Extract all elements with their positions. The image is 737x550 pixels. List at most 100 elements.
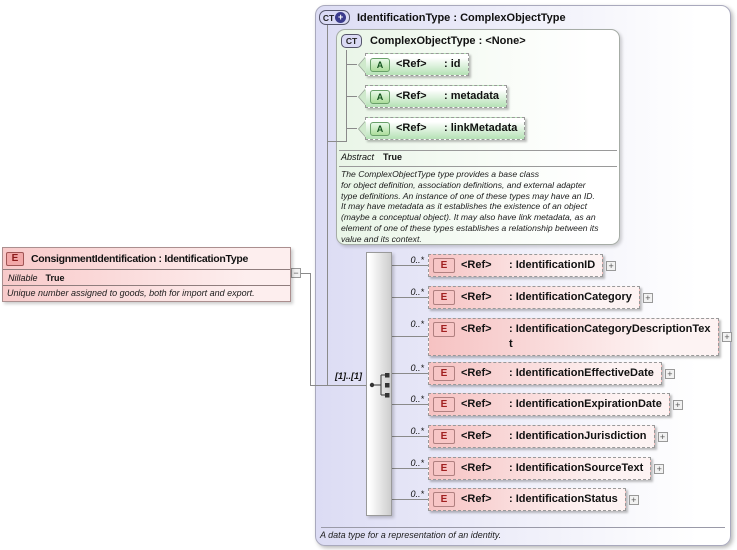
connector-line	[327, 141, 347, 142]
separator	[3, 269, 290, 270]
expand-icon[interactable]: +	[657, 431, 668, 442]
multiplicity-label: 0..*	[410, 319, 424, 329]
ref-label: <Ref>	[461, 398, 492, 410]
element-icon: E	[433, 492, 455, 507]
element-row: 0..* E <Ref> IdentificationCategory +	[406, 286, 653, 309]
complex-type-plus-icon: CT+	[319, 10, 350, 25]
attribute-icon: A	[370, 89, 390, 104]
element-row: 0..* E <Ref> IdentificationSourceText +	[406, 457, 665, 480]
element-row: 0..* E <Ref> IdentificationExpirationDat…	[406, 393, 683, 416]
root-element-documentation: Unique number assigned to goods, both fo…	[7, 288, 255, 298]
expand-icon[interactable]: +	[628, 494, 639, 505]
element-box[interactable]: E <Ref> IdentificationEffectiveDate	[428, 362, 662, 385]
attribute-list: A <Ref> id A <Ref> metadata A <Ref> link…	[337, 30, 619, 244]
expand-icon[interactable]: +	[672, 399, 683, 410]
sequence-icon	[369, 373, 390, 398]
attribute-row: A <Ref> id	[365, 53, 469, 76]
connector-line	[391, 297, 428, 298]
element-icon: E	[433, 397, 455, 412]
attribute-box[interactable]: A <Ref> id	[365, 53, 469, 76]
attribute-icon: A	[370, 57, 390, 72]
sequence-multiplicity-label: [1]..[1]	[335, 371, 362, 381]
element-name: IdentificationCategoryDescriptionText	[509, 322, 711, 352]
ref-label: <Ref>	[461, 323, 492, 335]
connector-line	[391, 436, 428, 437]
connector-line	[391, 265, 428, 266]
element-row: 0..* E <Ref> IdentificationCategoryDescr…	[406, 318, 732, 356]
expand-icon[interactable]: +	[664, 368, 675, 379]
attribute-box[interactable]: A <Ref> linkMetadata	[365, 117, 526, 140]
connector-line	[310, 273, 311, 386]
multiplicity-label: 0..*	[410, 489, 424, 499]
attribute-icon: A	[370, 121, 390, 136]
attribute-row: A <Ref> metadata	[365, 85, 508, 108]
ref-label: <Ref>	[461, 291, 492, 303]
element-box[interactable]: E <Ref> IdentificationExpirationDate	[428, 393, 670, 416]
expand-icon[interactable]: +	[606, 260, 617, 271]
element-box[interactable]: E <Ref> IdentificationID	[428, 254, 604, 277]
base-type-title: ComplexObjectType : <None>	[370, 35, 526, 47]
connector-line	[310, 385, 372, 386]
element-row: 0..* E <Ref> IdentificationID +	[406, 254, 617, 277]
connector-line	[391, 336, 428, 337]
multiplicity-label: 0..*	[410, 363, 424, 373]
fact-label: Nillable	[8, 272, 38, 283]
attribute-row: A <Ref> linkMetadata	[365, 117, 526, 140]
root-element-header: E ConsignmentIdentification : Identifica…	[3, 248, 290, 269]
root-element-box[interactable]: E ConsignmentIdentification : Identifica…	[2, 247, 291, 302]
connector-line	[391, 499, 428, 500]
connector-line	[346, 128, 357, 129]
facts-separator	[339, 166, 617, 167]
fact-value: True	[383, 152, 403, 162]
base-type-documentation: The ComplexObjectType type provides a ba…	[341, 169, 599, 244]
ref-label: <Ref>	[396, 90, 427, 102]
element-box[interactable]: E <Ref> IdentificationSourceText	[428, 457, 652, 480]
element-icon: E	[433, 429, 455, 444]
complex-type-header: CT+ IdentificationType : ComplexObjectTy…	[316, 6, 730, 25]
attribute-box[interactable]: A <Ref> metadata	[365, 85, 508, 108]
multiplicity-label: 0..*	[410, 287, 424, 297]
root-element-title: ConsignmentIdentification : Identificati…	[31, 252, 249, 265]
element-name: IdentificationExpirationDate	[509, 397, 662, 412]
expand-icon[interactable]: +	[654, 463, 665, 474]
multiplicity-label: 0..*	[410, 255, 424, 265]
multiplicity-label: 0..*	[410, 458, 424, 468]
element-box[interactable]: E <Ref> IdentificationJurisdiction	[428, 425, 655, 448]
ref-label: <Ref>	[396, 122, 427, 134]
expand-icon[interactable]: +	[722, 332, 732, 342]
multiplicity-label: 0..*	[410, 426, 424, 436]
base-type-box[interactable]: CT ComplexObjectType : <None> A <Ref> id…	[336, 29, 620, 245]
element-box[interactable]: E <Ref> IdentificationStatus	[428, 488, 626, 511]
type-documentation: A data type for a representation of an i…	[320, 530, 502, 540]
element-box[interactable]: E <Ref> IdentificationCategoryDescriptio…	[428, 318, 719, 356]
element-icon: E	[6, 251, 24, 266]
abstract-fact-row: Abstract True	[341, 152, 402, 162]
attribute-name: metadata	[444, 89, 499, 104]
complex-type-title: IdentificationType : ComplexObjectType	[357, 11, 566, 24]
ref-label: <Ref>	[461, 430, 492, 442]
facts-separator	[339, 150, 617, 151]
attribute-name: linkMetadata	[444, 121, 518, 136]
element-name: IdentificationJurisdiction	[509, 429, 647, 444]
ref-label: <Ref>	[461, 367, 492, 379]
element-box[interactable]: E <Ref> IdentificationCategory	[428, 286, 640, 309]
element-icon: E	[433, 290, 455, 305]
fact-value: True	[45, 272, 65, 283]
element-name: IdentificationEffectiveDate	[509, 366, 654, 381]
base-type-header: CT ComplexObjectType : <None>	[337, 30, 619, 48]
collapse-icon[interactable]: −	[291, 268, 301, 278]
nillable-fact-row: Nillable True	[3, 270, 290, 285]
connector-line	[346, 64, 357, 65]
multiplicity-label: 0..*	[410, 394, 424, 404]
element-icon: E	[433, 322, 455, 337]
element-name: IdentificationID	[509, 258, 595, 273]
ref-label: <Ref>	[461, 493, 492, 505]
element-name: IdentificationSourceText	[509, 461, 644, 476]
element-name: IdentificationStatus	[509, 492, 618, 507]
expand-icon[interactable]: +	[642, 292, 653, 303]
ref-label: <Ref>	[461, 462, 492, 474]
connector-line	[346, 96, 357, 97]
element-row: 0..* E <Ref> IdentificationStatus +	[406, 488, 639, 511]
connector-line	[327, 25, 328, 386]
